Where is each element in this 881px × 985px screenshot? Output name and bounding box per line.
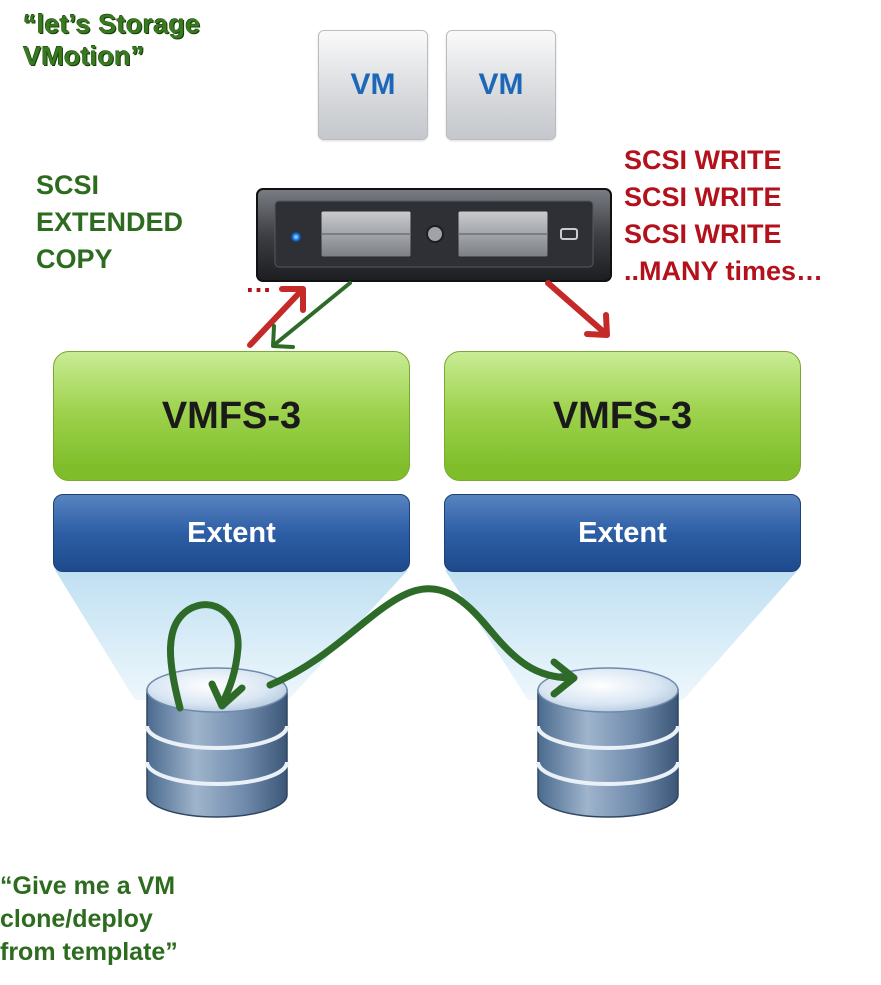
left-label-line-3: COPY	[36, 244, 113, 274]
vmfs-panel-left: VMFS-3	[53, 351, 410, 481]
extent-label: Extent	[187, 516, 276, 549]
left-label-line-2: EXTENDED	[36, 207, 184, 237]
bottom-label-line-2: clone/deploy	[0, 905, 153, 933]
disk-right	[536, 667, 680, 818]
bottom-label-line-3: from template”	[0, 938, 178, 966]
left-cone	[55, 570, 408, 700]
vmfs-label: VMFS-3	[161, 394, 302, 437]
right-label-line-4: ..MANY times…	[624, 256, 824, 286]
power-button	[426, 225, 444, 243]
green-arrow-down	[271, 281, 352, 349]
scsi-extended-copy-label: SCSI EXTENDED COPY	[36, 167, 183, 278]
left-label-line-1: SCSI	[36, 170, 100, 200]
vm-label: VM	[350, 68, 396, 101]
scsi-write-label: SCSI WRITE SCSI WRITE SCSI WRITE ..MANY …	[624, 142, 823, 290]
red-arrow-right-down	[545, 280, 610, 338]
clone-deploy-label: “Give me a VM clone/deploy from template…	[0, 870, 178, 969]
usb-port	[560, 228, 578, 240]
right-label-line-1: SCSI WRITE	[624, 145, 782, 175]
esx-host-server	[256, 188, 612, 282]
title-line-1: “let’s Storage	[23, 9, 201, 39]
storage-vmotion-label: “let’s Storage VMotion”	[23, 8, 200, 72]
disk-left	[145, 667, 289, 818]
vmfs-label: VMFS-3	[552, 394, 693, 437]
power-led	[291, 232, 301, 242]
green-transfer-arrow	[266, 585, 578, 698]
vm-label: VM	[478, 68, 524, 101]
green-loop-arrow	[166, 601, 246, 712]
vm-box-1: VM	[318, 30, 428, 140]
extent-bar-left: Extent	[53, 494, 410, 572]
extent-bar-right: Extent	[444, 494, 801, 572]
vmfs-panel-right: VMFS-3	[444, 351, 801, 481]
right-label-line-3: SCSI WRITE	[624, 219, 782, 249]
title-line-2: VMotion”	[23, 41, 145, 71]
right-label-line-2: SCSI WRITE	[624, 182, 782, 212]
extent-label: Extent	[578, 516, 667, 549]
bottom-label-line-1: “Give me a VM	[0, 872, 176, 900]
red-arrow-up	[247, 286, 306, 348]
vm-box-2: VM	[446, 30, 556, 140]
